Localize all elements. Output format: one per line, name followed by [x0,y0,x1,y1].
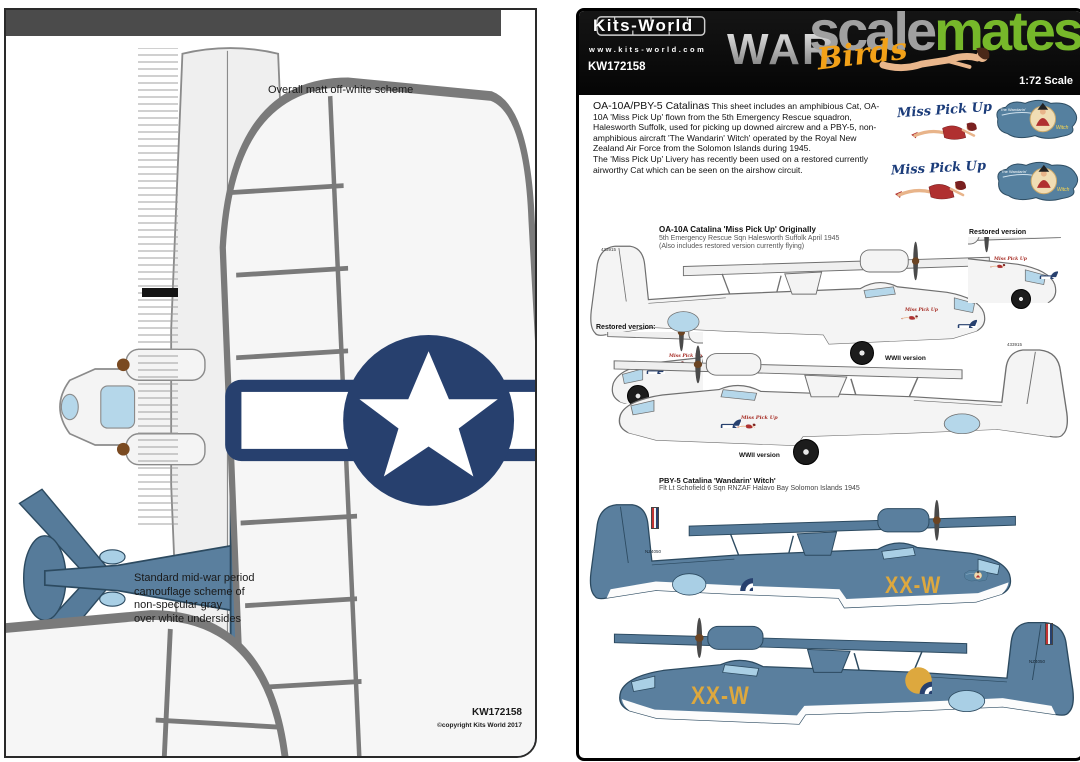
serial-profile-c: NZ4050 [645,549,662,554]
intro-text: OA-10A/PBY-5 Catalinas This sheet includ… [593,101,889,175]
scale-label: 1:72 Scale [1019,75,1073,87]
nz-roundel-profile-d [905,667,932,694]
serial-profile-d: NZ4050 [1029,659,1046,664]
header-band: Kits-World www.kits-world.com KW172158 W… [579,11,1080,95]
left-footer-sheet-code: KW172158 [471,707,522,718]
nose-art-girl-a [901,314,919,321]
brand-name: Kits-World [593,16,694,35]
witch-patch-decal-1: The Wandarin' Witch [992,97,1080,141]
right-page: Kits-World www.kits-world.com KW172158 W… [576,8,1080,761]
fin-flash-c [651,507,659,529]
intro-body2: The 'Miss Pick Up' Livery has recently b… [593,153,869,175]
scalemates-watermark: scalemates [808,8,1080,62]
pinup-lady-icon [879,43,997,77]
painting-diagrams [6,48,535,756]
miss-pick-up-script-2: Miss Pick Up [890,158,987,179]
squadron-code-d: XX-W [691,683,750,711]
note-camouflage-scheme: Standard mid-war period camouflage schem… [134,572,255,625]
beaching-wheel-restored-top [1011,289,1031,309]
restored-version-label-top: Restored version [969,229,1027,236]
witch-patch-decal-2: The Wandarin' Witch [993,159,1080,203]
fin-flash-d [1045,623,1053,645]
restored-nose-crop-left: Miss Pick Up [585,332,703,404]
brand-url: www.kits-world.com [589,45,707,54]
pby5-subtitle: Flt Lt Schofield 6 Sqn RNZAF Halavo Bay … [659,485,860,492]
nz-roundel-profile-c [740,578,753,591]
pinup-girl-decal-2 [895,179,968,201]
left-footer-copyright: ©copyright Kits World 2017 [437,722,522,729]
witch-text-1a: The Wandarin' [1000,107,1026,112]
nose-art-girl-b [737,423,757,429]
scalemates-part1: scale [808,8,937,62]
us-insignia-restored-top [1039,271,1058,279]
scalemates-part2: mates [934,8,1080,62]
restored-nose-crop-top: Miss Pick Up [968,237,1079,303]
intro-title: OA-10A/PBY-5 Catalinas [593,100,710,112]
nose-art-restored-top: Miss Pick Up [994,257,1027,262]
witch-text-2a: The Wandarin' [1001,169,1027,174]
nose-art-profile-b: Miss Pick Up [741,415,778,421]
intro-body1: This sheet includes an amphibious Cat, O… [593,101,880,154]
pby5-profile-left [614,617,1074,725]
restored-version-label-left: Restored version: [596,324,656,331]
wwii-version-label-1: WWII version [885,355,926,362]
oa10a-profile-wwii-2 [614,345,1068,446]
series-logo-war: WAR [727,25,836,74]
nose-art-girl-restored-top [990,263,1006,269]
serial-profile-a: 433915 [601,247,617,252]
witch-text-2b: Witch [1057,187,1070,193]
wwii-version-label-2: WWII version [739,452,780,459]
serial-profile-b: 433915 [1007,342,1023,347]
catalina-top-view-white [59,48,535,756]
oa10a-title: OA-10A Catalina 'Miss Pick Up' Originall… [659,225,816,234]
us-insignia-profile-a [957,319,977,328]
fin-side-view-top [222,82,535,756]
header-sheet-code: KW172158 [588,61,646,73]
us-insignia-profile-b [720,419,741,428]
oa10a-subtitle2: (Also includes restored version currentl… [659,243,805,250]
left-page-top-bar [6,10,501,36]
squadron-code-c: XX-W [885,573,942,599]
beaching-wheel-b [793,439,819,465]
witch-nose-art-c [964,569,989,582]
nose-art-restored-left: Miss Pick Up [669,354,702,359]
note-offwhite-scheme: Overall matt off-white scheme [268,84,414,96]
pby5-title: PBY-5 Catalina 'Wandarin' Witch' [659,476,776,485]
beaching-wheel-a [850,341,874,365]
pinup-girl-decal-1 [911,120,979,141]
nose-art-profile-a: Miss Pick Up [905,308,938,313]
left-page: Overall matt off-white scheme Standard m… [4,8,537,758]
oa10a-subtitle1: 5th Emergency Rescue Sqn Halesworth Suff… [659,235,840,242]
witch-text-1b: Witch [1056,125,1069,131]
